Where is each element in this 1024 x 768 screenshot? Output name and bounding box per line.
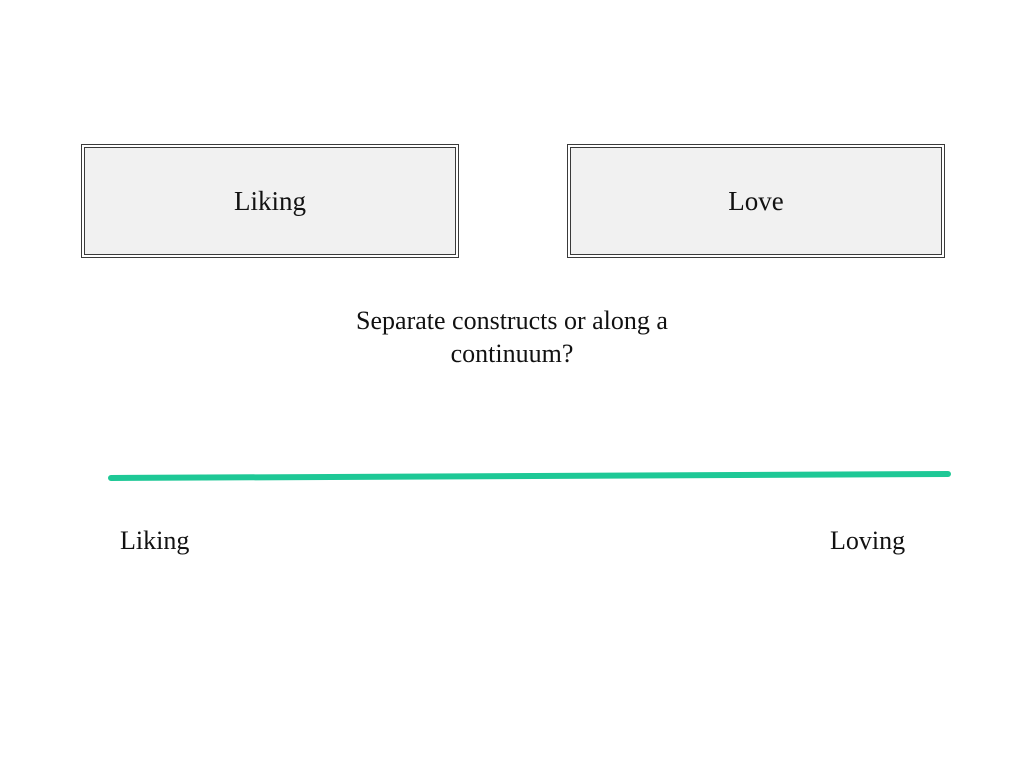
liking-box-label: Liking <box>84 147 456 255</box>
love-box: Love <box>567 144 945 258</box>
question-text: Separate constructs or along a continuum… <box>356 306 668 368</box>
continuum-line-stroke <box>108 471 951 481</box>
continuum-right-label: Loving <box>830 526 906 555</box>
love-box-label: Love <box>570 147 942 255</box>
liking-box: Liking <box>81 144 459 258</box>
continuum-left-label: Liking <box>120 526 190 555</box>
